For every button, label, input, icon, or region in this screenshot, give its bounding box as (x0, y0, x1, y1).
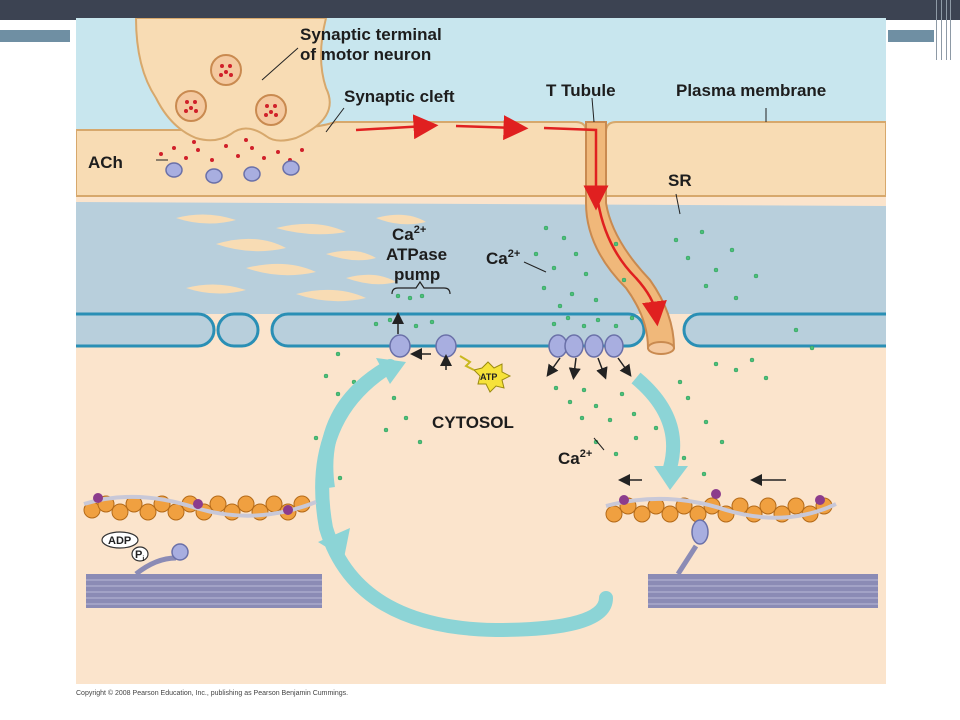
label-synaptic-terminal-2: of motor neuron (300, 45, 431, 64)
label-cytosol-ca: Ca2+ (558, 448, 592, 468)
atp-energy-bolt (459, 355, 475, 371)
slide-top-bar (0, 0, 960, 20)
ach-molecules (159, 138, 304, 162)
label-atpase: ATPase (386, 245, 447, 264)
adp-pi (101, 531, 149, 562)
label-ach: ACh (88, 153, 123, 172)
right-myosin (648, 519, 878, 608)
copyright-notice: Copyright © 2008 Pearson Education, Inc.… (76, 690, 349, 697)
sr-folds (176, 214, 426, 302)
slide-frame-lines (932, 0, 960, 60)
sr-lower-lobes (76, 312, 886, 348)
pump-bracket (391, 280, 451, 295)
slide-accent-left (0, 30, 70, 42)
leader-lines (156, 47, 767, 451)
synaptic-vesicles (175, 54, 287, 126)
action-potential-arrows (355, 114, 667, 327)
label-pump-ca: Ca2+ (392, 224, 426, 244)
reuptake-arrowhead-left (318, 528, 350, 558)
release-arrow (631, 372, 681, 470)
right-thin-filament (605, 489, 837, 523)
label-pi: Pi (135, 549, 144, 563)
label-atp: ATP (480, 372, 497, 382)
left-myosin (86, 543, 322, 608)
ca-flow-arrows (392, 312, 632, 380)
left-thin-filament (83, 493, 317, 521)
label-sr-ca: Ca2+ (486, 248, 520, 268)
ca-release-channels (548, 334, 624, 358)
muscle-contraction-diagram: Synaptic terminal of motor neuron Synapt… (76, 18, 886, 684)
t-tubule-end (647, 341, 675, 355)
diagram-canvas: Synaptic terminal of motor neuron Synapt… (76, 18, 886, 684)
reuptake-arrowhead-top (376, 358, 406, 384)
ach-receptors (165, 160, 300, 184)
label-t-tubule: T Tubule (546, 81, 616, 100)
slide-accent-right (888, 30, 934, 42)
label-adp: ADP (108, 535, 131, 547)
calcium-ions (313, 225, 815, 509)
label-cytosol: CYTOSOL (432, 413, 514, 432)
label-synaptic-terminal-1: Synaptic terminal (300, 25, 442, 44)
release-arrowhead (654, 466, 688, 490)
label-sr: SR (668, 171, 692, 190)
sarcoplasmic-reticulum (76, 202, 886, 314)
label-synaptic-cleft: Synaptic cleft (344, 87, 455, 106)
label-pump: pump (394, 265, 440, 284)
label-plasma-membrane: Plasma membrane (676, 81, 826, 100)
reuptake-arrow-upper (319, 359, 394, 490)
atp-starburst (473, 361, 512, 393)
ca-atpase-pumps (389, 334, 457, 358)
